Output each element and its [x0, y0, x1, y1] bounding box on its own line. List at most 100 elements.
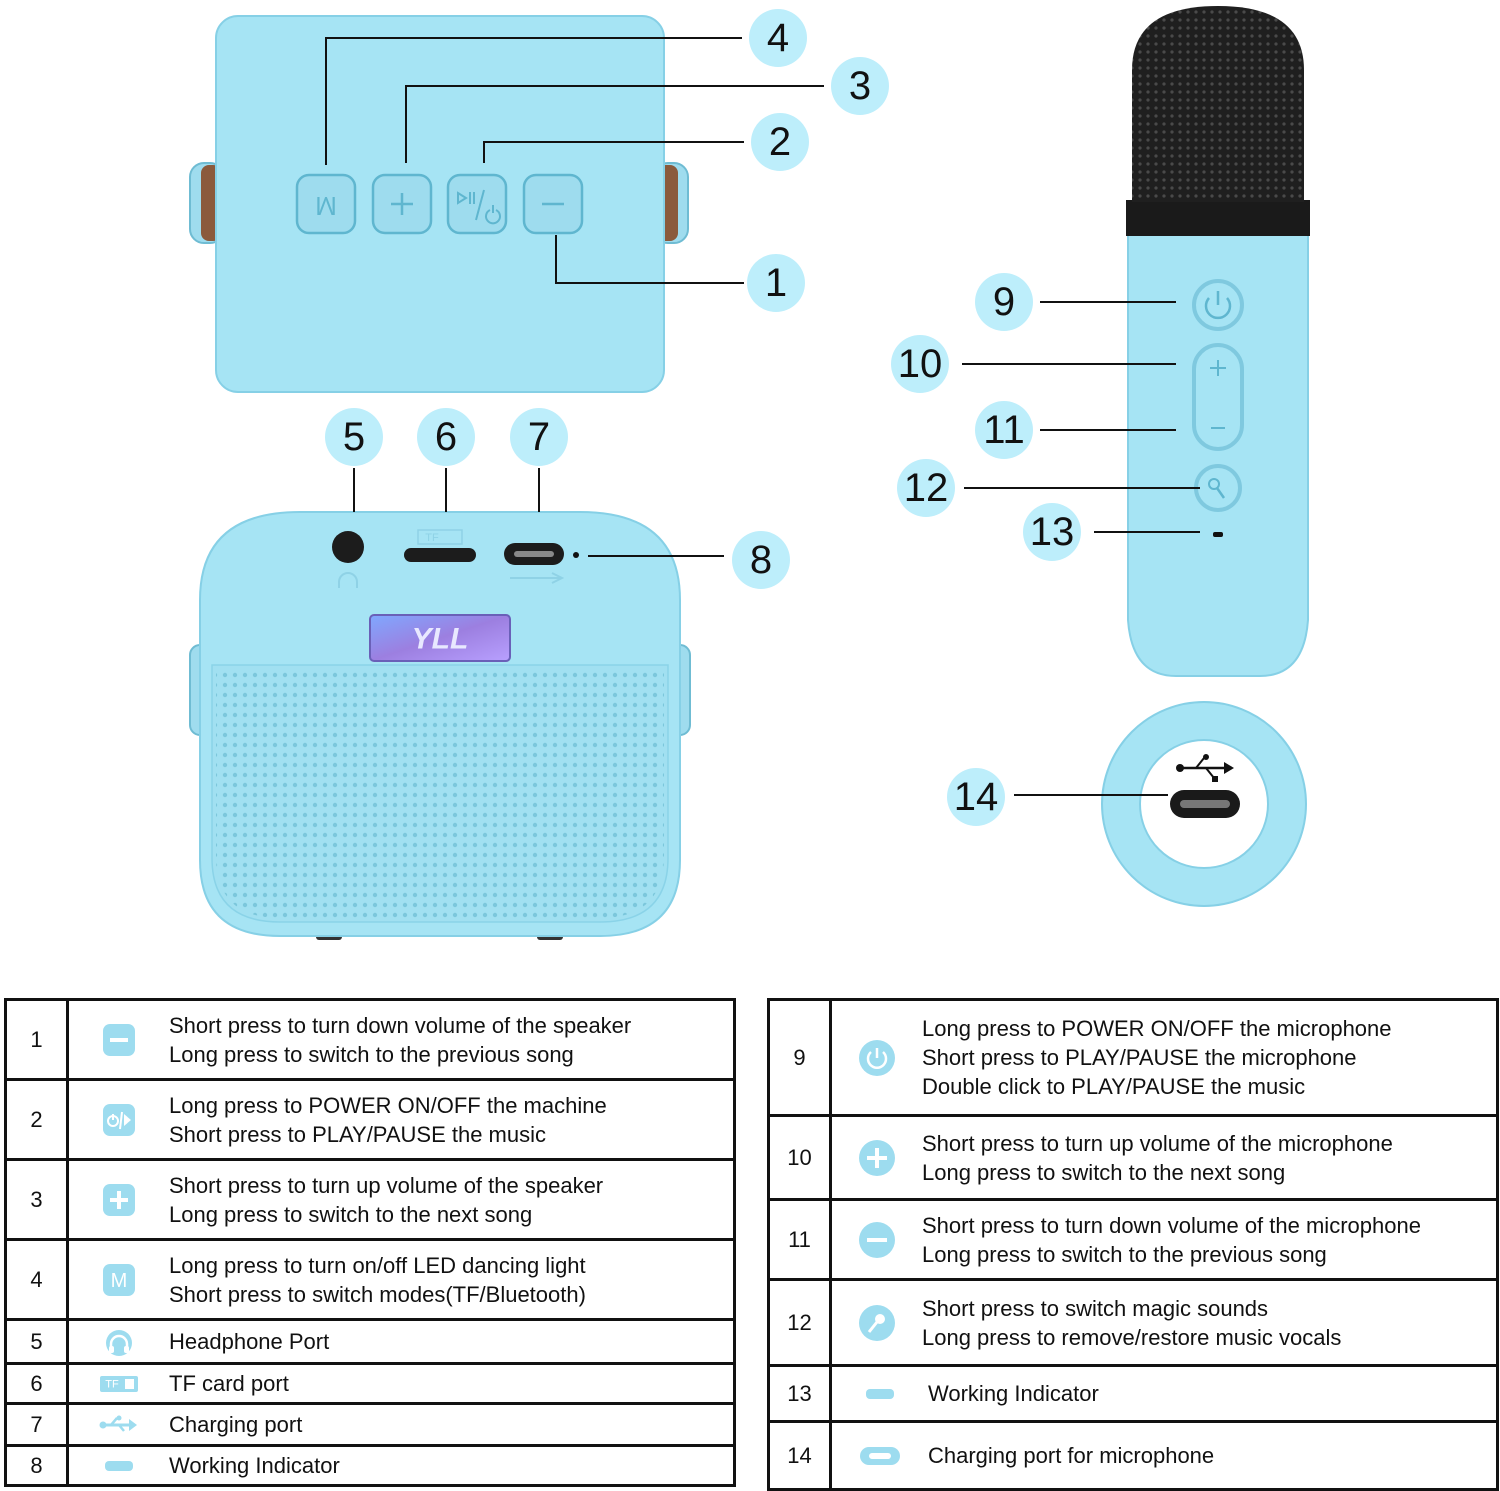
desc-line: Short press to PLAY/PAUSE the microphone	[922, 1045, 1357, 1070]
desc-line: Short press to turn up volume of the mic…	[922, 1130, 1393, 1156]
desc-line: Long press to POWER ON/OFF the microphon…	[922, 1016, 1392, 1041]
plus-icon	[69, 1183, 169, 1217]
power-play-icon	[69, 1103, 169, 1137]
row-number: 14	[767, 1420, 832, 1491]
indicator-icon	[832, 1387, 928, 1401]
table-row: 8 Working Indicator	[4, 1444, 736, 1487]
svg-text:7: 7	[528, 415, 550, 459]
microphone-side-view	[1126, 6, 1310, 677]
callout-7: 7	[510, 408, 568, 466]
callout-3: 3	[831, 57, 889, 115]
callout-10: 10	[891, 335, 949, 393]
table-row: 7 Charging port	[4, 1402, 736, 1447]
row-number: 8	[4, 1444, 69, 1487]
svg-text:4: 4	[767, 16, 789, 60]
callout-2: 2	[751, 113, 809, 171]
desc-line: Working Indicator	[169, 1453, 340, 1478]
mic-circle-icon	[832, 1304, 922, 1342]
desc-line: Long press to switch to the previous son…	[169, 1041, 574, 1067]
leader-lines	[325, 37, 1200, 796]
desc-line: Short press to PLAY/PAUSE the music	[169, 1121, 547, 1147]
power-icon	[832, 1039, 922, 1077]
tf-icon-text: TF	[105, 1378, 119, 1390]
callout-1: 1	[747, 254, 805, 312]
m-icon: M	[69, 1263, 169, 1297]
desc-line: Long press to turn on/off LED dancing li…	[169, 1252, 586, 1278]
callout-14: 14	[947, 768, 1005, 826]
minus-button[interactable]	[522, 173, 584, 235]
play-power-button[interactable]	[446, 173, 508, 235]
mic-magic-button[interactable]	[1194, 464, 1242, 512]
desc-line: Long press to remove/restore music vocal…	[922, 1324, 1342, 1350]
table-row: 14 Charging port for microphone	[767, 1420, 1499, 1491]
row-number: 3	[4, 1158, 69, 1241]
speaker-top-view: M	[189, 15, 689, 393]
desc-line: Short press to switch magic sounds	[922, 1295, 1269, 1321]
plus-button[interactable]	[371, 173, 433, 235]
svg-text:2: 2	[769, 120, 791, 164]
row-number: 13	[767, 1364, 832, 1423]
desc-line: Short press to turn up volume of the spe…	[169, 1172, 604, 1198]
indicator-icon	[69, 1459, 169, 1473]
svg-text:12: 12	[904, 466, 949, 510]
table-row: 10 Short press to turn up volume of the m…	[767, 1114, 1499, 1201]
row-number: 2	[4, 1078, 69, 1161]
desc-line: Long press to switch to the next song	[169, 1201, 533, 1227]
callout-4: 4	[749, 9, 807, 67]
desc-line: Short press to switch modes(TF/Bluetooth…	[169, 1281, 586, 1307]
row-number: 1	[4, 998, 69, 1081]
logo-text: YLL	[412, 623, 469, 656]
svg-text:1: 1	[765, 261, 787, 305]
row-number: 6	[4, 1362, 69, 1405]
minus-circle-icon	[832, 1221, 922, 1259]
desc-line: Short press to turn down volume of the m…	[922, 1212, 1421, 1238]
plus-circle-icon	[832, 1139, 922, 1177]
row-number: 12	[767, 1278, 832, 1367]
callout-13: 13	[1023, 503, 1081, 561]
svg-text:6: 6	[435, 415, 457, 459]
headphone-icon	[69, 1327, 169, 1357]
callout-6: 6	[417, 408, 475, 466]
row-number: 5	[4, 1318, 69, 1365]
charge-port-icon	[832, 1445, 928, 1467]
mic-power-button[interactable]	[1192, 279, 1244, 331]
speaker-function-table: 1 Short press to turn down volume of the …	[4, 998, 736, 1487]
row-number: 4	[4, 1238, 69, 1321]
speaker-front-view: TF YLL	[189, 511, 691, 940]
microphone-bottom-view	[1101, 701, 1307, 907]
desc-line: Charging port for microphone	[928, 1443, 1215, 1468]
m-glyph: M	[315, 191, 337, 221]
svg-text:10: 10	[898, 342, 943, 386]
desc-line: Short press to turn down volume of the s…	[169, 1012, 632, 1038]
m-button[interactable]: M	[295, 173, 357, 235]
headphone-jack[interactable]	[332, 531, 364, 563]
row-number: 7	[4, 1402, 69, 1447]
table-row: 1 Short press to turn down volume of the …	[4, 998, 736, 1081]
row-number: 11	[767, 1198, 832, 1281]
desc-line: Long press to switch to the previous son…	[922, 1241, 1327, 1267]
m-icon-text: M	[111, 1270, 128, 1292]
callout-8: 8	[732, 531, 790, 589]
desc-line: Double click to PLAY/PAUSE the music	[922, 1074, 1306, 1099]
product-diagram: M	[189, 6, 1310, 940]
speaker-indicator-light	[573, 552, 579, 558]
tf-label: TF	[425, 532, 439, 544]
table-row: 11 Short press to turn down volume of the…	[767, 1198, 1499, 1281]
tf-card-slot[interactable]	[404, 548, 476, 562]
desc-line: Working Indicator	[928, 1381, 1099, 1406]
callout-11: 11	[975, 401, 1033, 459]
callout-5: 5	[325, 408, 383, 466]
table-row: 13 Working Indicator	[767, 1364, 1499, 1423]
row-number: 10	[767, 1114, 832, 1201]
tf-card-icon: TF	[69, 1374, 169, 1394]
svg-text:13: 13	[1030, 510, 1075, 554]
minus-icon	[69, 1023, 169, 1057]
mic-volume-rocker[interactable]	[1192, 343, 1244, 451]
callout-9: 9	[975, 273, 1033, 331]
desc-line: Charging port	[169, 1412, 303, 1437]
